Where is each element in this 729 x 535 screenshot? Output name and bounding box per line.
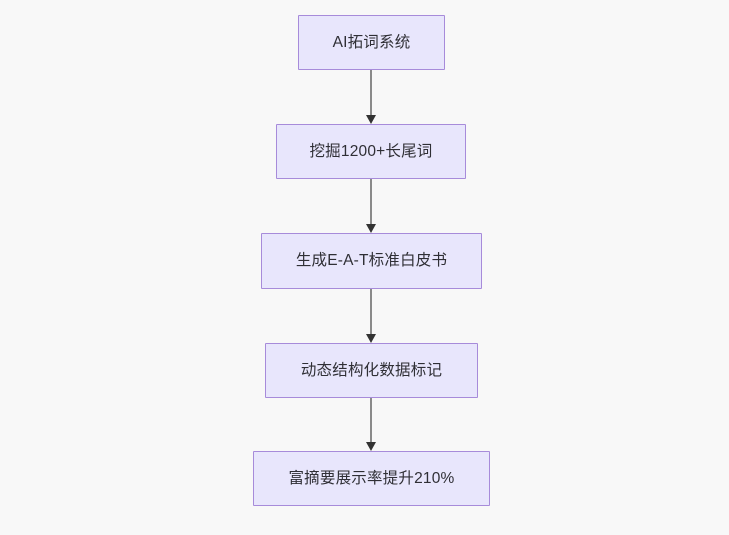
arrowhead-icon [366,115,376,124]
arrowhead-icon [366,442,376,451]
flowchart-node-2-label: 挖掘1200+长尾词 [309,142,433,160]
arrowhead-icon [366,224,376,233]
flowchart-node-5[interactable]: 富摘要展示率提升210% [253,451,490,506]
edge-line [370,289,372,334]
flowchart-node-1[interactable]: AI拓词系统 [298,15,445,70]
edge-line [370,179,372,224]
flowchart-node-3[interactable]: 生成E-A-T标准白皮书 [261,233,482,289]
edge-line [370,398,372,442]
flowchart-node-4-label: 动态结构化数据标记 [300,361,443,379]
arrowhead-icon [366,334,376,343]
edge-line [370,70,372,115]
flowchart-node-2[interactable]: 挖掘1200+长尾词 [276,124,466,179]
flowchart-node-1-label: AI拓词系统 [332,33,411,51]
flowchart-node-3-label: 生成E-A-T标准白皮书 [295,252,448,270]
flowchart-node-4[interactable]: 动态结构化数据标记 [265,343,478,398]
flowchart-node-5-label: 富摘要展示率提升210% [288,469,455,487]
